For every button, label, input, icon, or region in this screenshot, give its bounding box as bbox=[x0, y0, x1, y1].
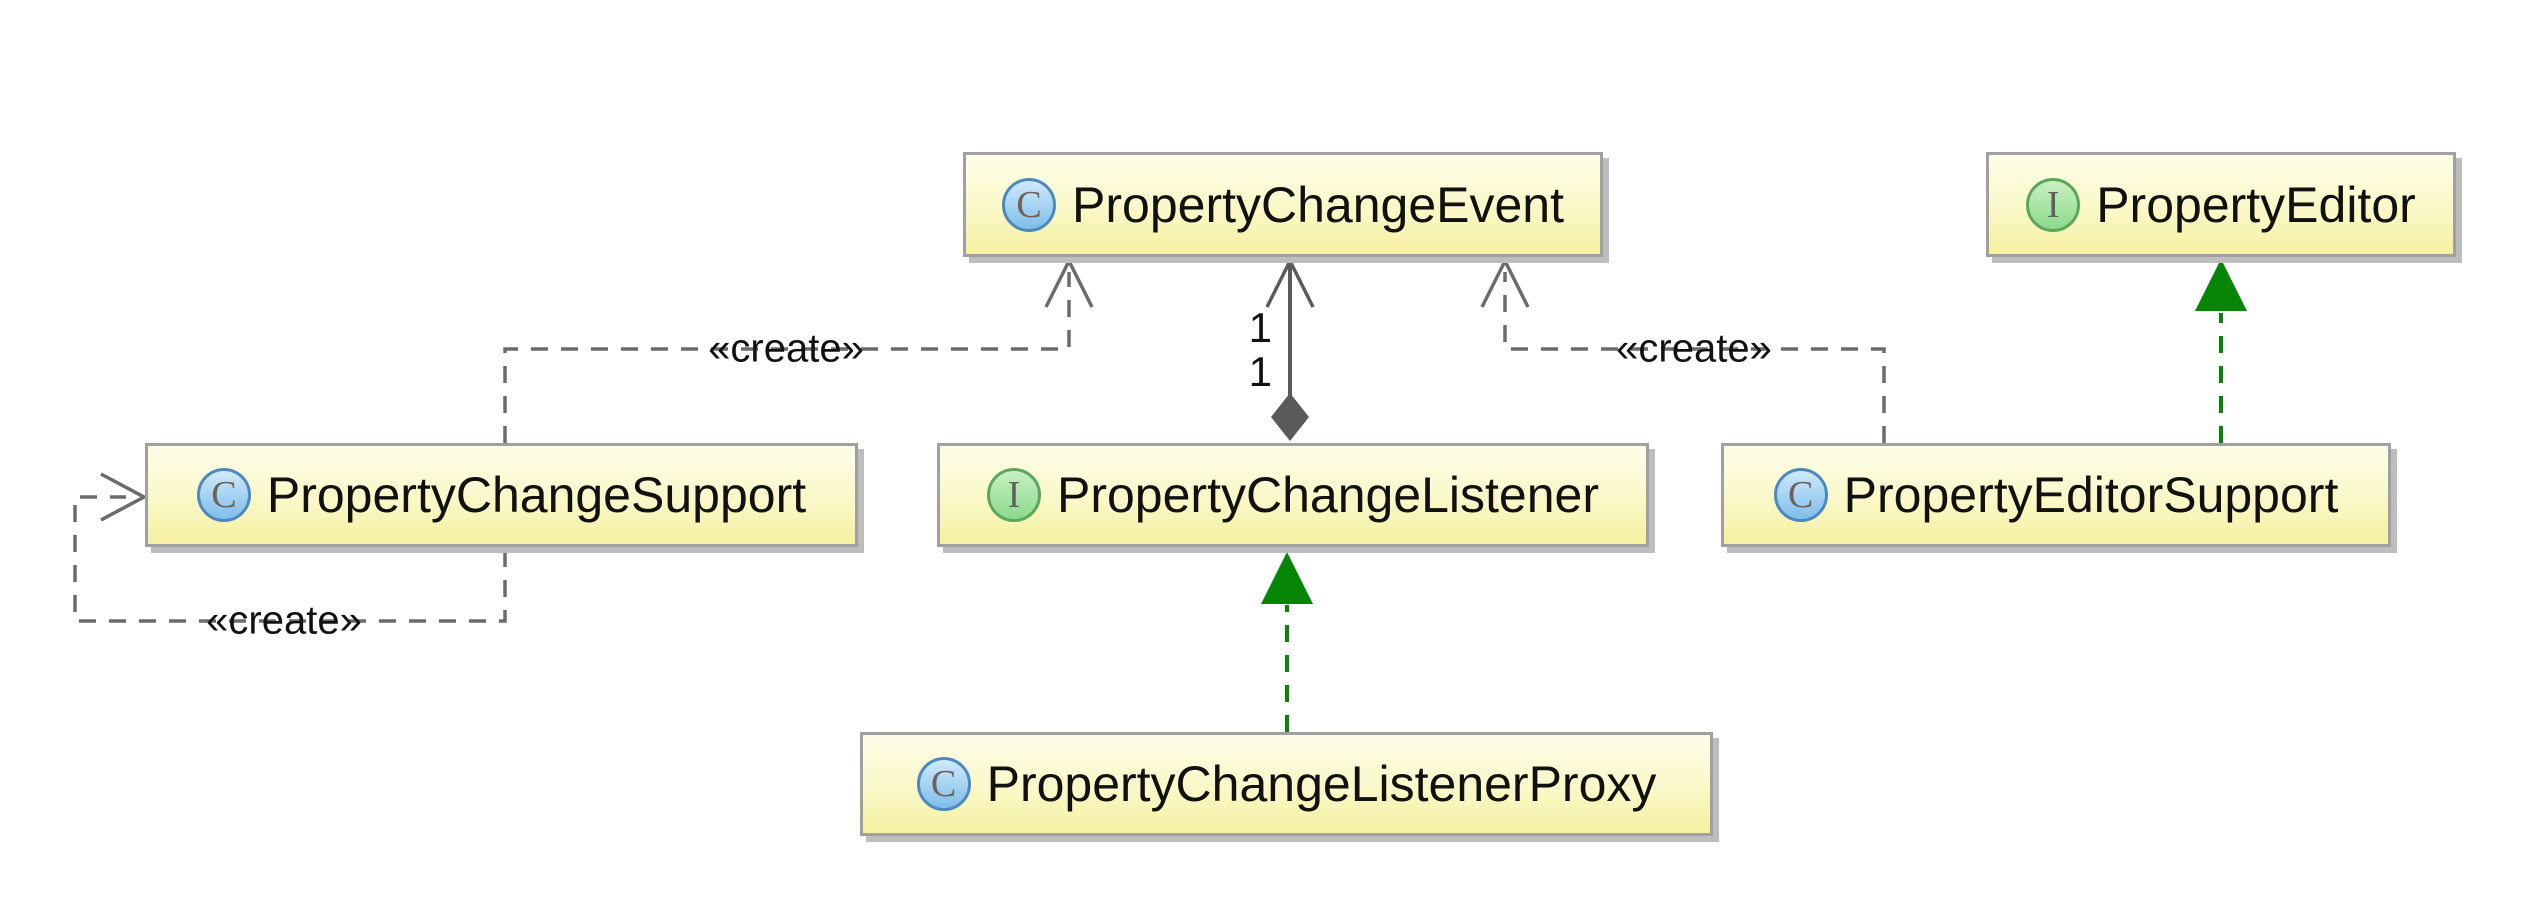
class-name: PropertyChangeListener bbox=[1057, 467, 1599, 523]
edge-label-create-self: «create» bbox=[206, 598, 362, 643]
realization-triangle-proxy-icon bbox=[1261, 552, 1313, 604]
interface-icon: I bbox=[987, 468, 1041, 522]
class-name: PropertyEditorSupport bbox=[1843, 467, 2339, 523]
edge-create-left-open-arrow-icon bbox=[1044, 257, 1094, 308]
edge-create-self-open-arrow-icon bbox=[100, 472, 148, 522]
edge-create-self-line bbox=[73, 495, 507, 623]
class-name: PropertyChangeListenerProxy bbox=[986, 756, 1657, 812]
edge-label-create-right: «create» bbox=[1616, 326, 1772, 371]
interface-icon: I bbox=[2026, 177, 2081, 232]
edge-create-right-open-arrow-icon bbox=[1480, 257, 1530, 308]
class-icon: C bbox=[1773, 468, 1828, 522]
class-box-property-editor-support: C PropertyEditorSupport bbox=[1721, 443, 2391, 547]
multiplicity-label-upper: 1 bbox=[1248, 304, 1272, 351]
multiplicity-label-lower: 1 bbox=[1248, 348, 1272, 395]
class-box-property-change-listener-proxy: C PropertyChangeListenerProxy bbox=[860, 732, 1713, 836]
class-box-property-editor: I PropertyEditor bbox=[1986, 152, 2456, 257]
class-box-property-change-support: C PropertyChangeSupport bbox=[145, 443, 858, 547]
class-box-property-change-event: C PropertyChangeEvent bbox=[963, 152, 1603, 257]
class-icon: C bbox=[916, 757, 971, 811]
composition-diamond-icon bbox=[1271, 393, 1309, 441]
class-name: PropertyEditor bbox=[2096, 176, 2416, 233]
class-name: PropertyChangeSupport bbox=[266, 467, 807, 523]
realization-triangle-editor-icon bbox=[2195, 259, 2247, 311]
edge-label-create-left: «create» bbox=[708, 326, 864, 371]
class-name: PropertyChangeEvent bbox=[1072, 176, 1564, 233]
class-icon: C bbox=[1002, 177, 1057, 232]
class-box-property-change-listener: I PropertyChangeListener bbox=[937, 443, 1649, 547]
edge-composition-open-arrow-icon bbox=[1265, 257, 1315, 308]
edge-create-left-line bbox=[503, 272, 1071, 443]
class-icon: C bbox=[196, 468, 251, 522]
edge-create-right-line bbox=[1503, 272, 1886, 443]
